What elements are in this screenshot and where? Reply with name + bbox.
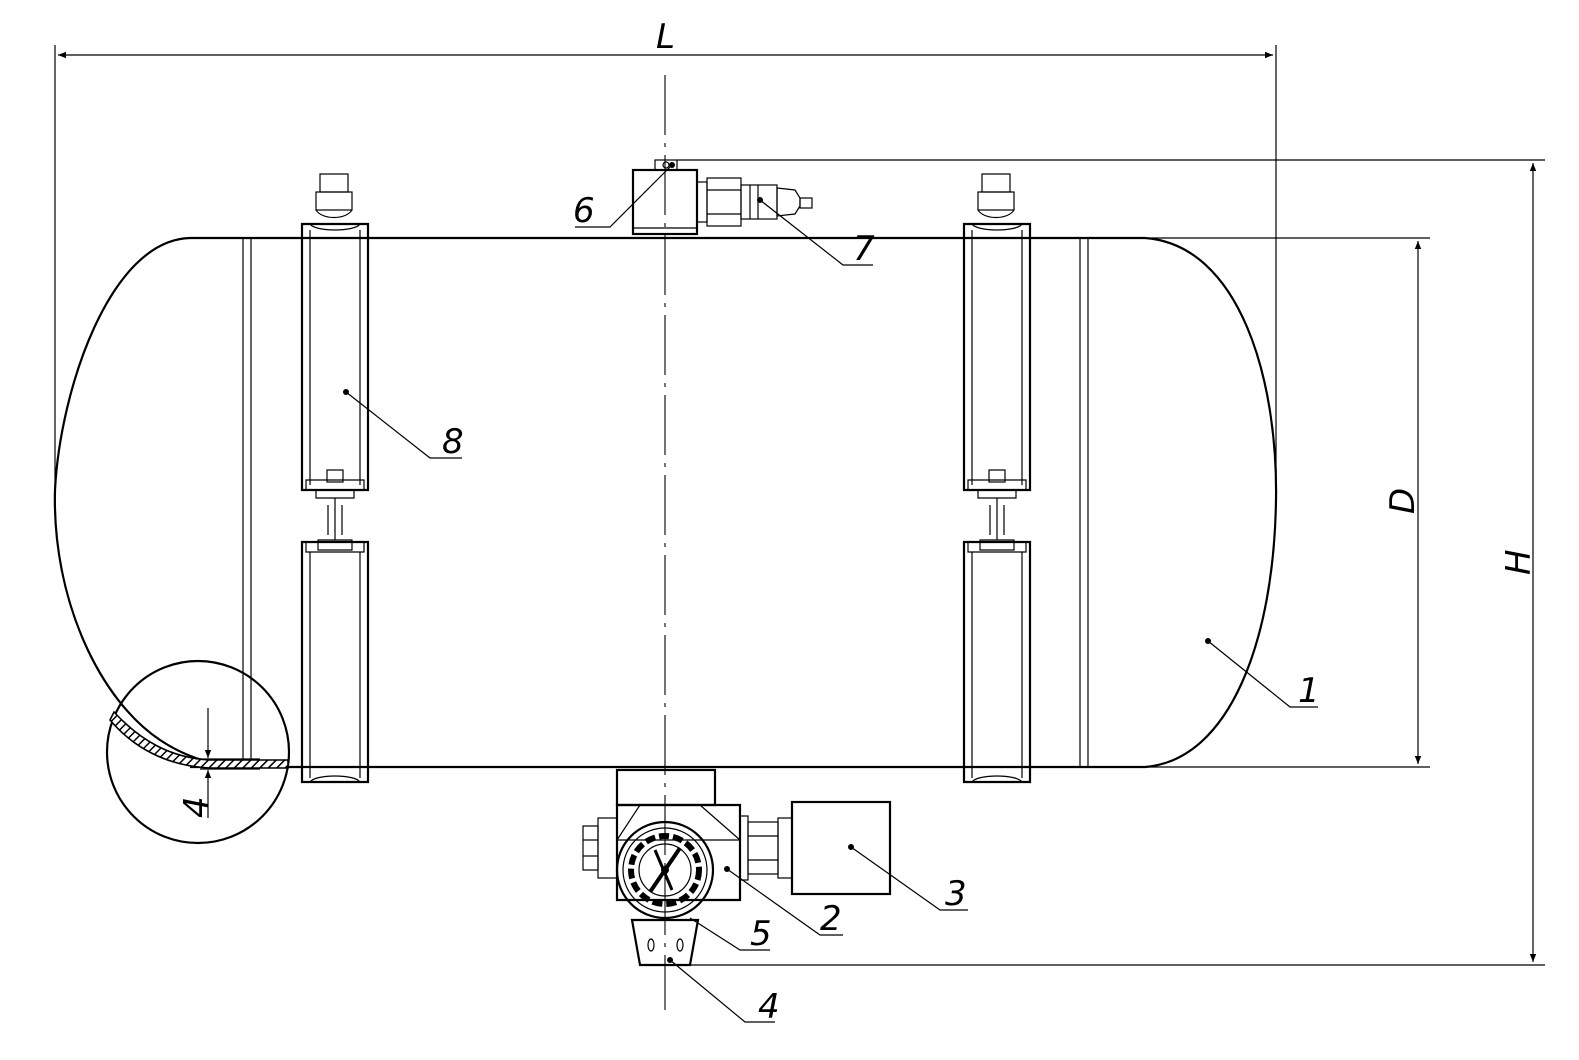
right-mounting-strap: [962, 173, 1032, 784]
wall-thickness-label: 4: [177, 796, 217, 818]
callout-1: 1: [1298, 671, 1320, 711]
callout-4: 4: [758, 987, 780, 1027]
callout-8: 8: [442, 422, 464, 462]
top-valve-7: [696, 177, 813, 227]
solenoid-box: [790, 800, 892, 896]
callout-5: 5: [750, 914, 772, 954]
pressure-gauge: [615, 820, 715, 920]
callout-7: 7: [853, 229, 875, 269]
wall-detail-view: [105, 659, 291, 845]
dimension-d: [1145, 237, 1430, 768]
dimension-d-label: D: [1383, 488, 1423, 514]
dimension-l: [54, 45, 1277, 490]
callout-3: 3: [945, 874, 967, 914]
left-mounting-strap: [300, 173, 370, 784]
dimension-h: [665, 159, 1545, 966]
callout-6: 6: [573, 191, 595, 231]
dimension-h-label: H: [1499, 549, 1539, 575]
callout-leaders: [343, 162, 1318, 1023]
callout-2: 2: [820, 899, 842, 939]
dimension-l-label: L: [656, 17, 675, 57]
tank-shell: [53, 236, 1278, 769]
